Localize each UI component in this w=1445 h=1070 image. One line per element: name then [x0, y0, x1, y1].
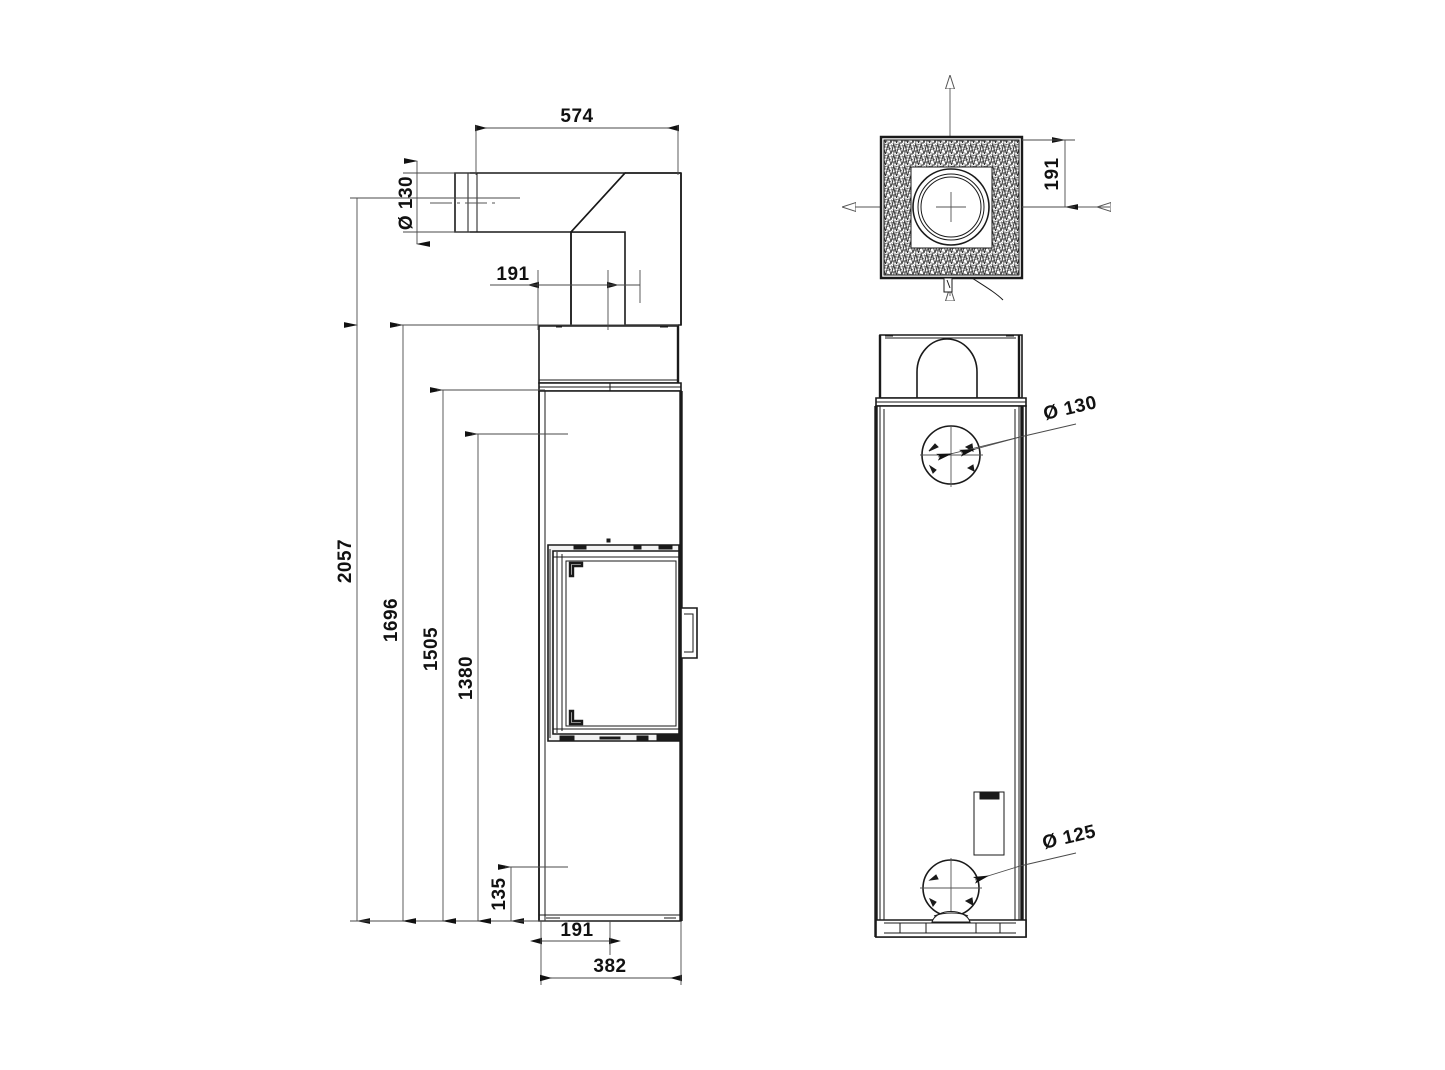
dim-191-plan: 191 — [1022, 137, 1078, 210]
side-base-plinth — [876, 912, 1026, 938]
side-hood-box — [876, 335, 1026, 406]
dim-191-pipe: 191 — [490, 264, 641, 330]
dim-1505: 1505 — [421, 387, 545, 924]
dim-label-135: 135 — [489, 877, 510, 910]
dim-382-base: 382 — [540, 921, 682, 985]
dim-label-d130-rear: Ø 130 — [1041, 392, 1099, 425]
side-section-view: Ø 130 Ø 125 — [876, 335, 1099, 937]
side-control-plate — [974, 792, 1004, 855]
dim-2057: 2057 — [335, 197, 545, 924]
dim-label-1505: 1505 — [421, 627, 442, 671]
dim-191-base: 191 — [530, 920, 621, 985]
flue-pipe-assembly — [430, 173, 681, 325]
side-flue-hole: Ø 130 — [920, 392, 1099, 487]
dim-label-1380: 1380 — [456, 656, 477, 700]
dim-label-191-base: 191 — [560, 920, 593, 941]
dim-label-1696: 1696 — [381, 598, 402, 642]
front-view-dimensions: 574 Ø 130 191 2057 — [335, 106, 682, 985]
dim-label-d130-pipe: Ø 130 — [396, 176, 417, 230]
front-elevation-view — [430, 173, 697, 921]
dim-label-382: 382 — [593, 956, 626, 977]
dim-label-191-plan: 191 — [1042, 157, 1063, 190]
dim-label-d125-rear: Ø 125 — [1040, 821, 1098, 854]
firebox-door — [548, 539, 697, 741]
dim-label-574: 574 — [560, 106, 593, 127]
dim-135: 135 — [489, 864, 568, 924]
top-plan-view: 191 — [855, 88, 1110, 300]
dim-1696: 1696 — [381, 322, 678, 924]
dim-label-191-pipe: 191 — [496, 264, 529, 285]
dim-1380: 1380 — [456, 431, 568, 924]
dim-label-2057: 2057 — [335, 539, 356, 583]
door-handle — [681, 608, 697, 658]
dim-574: 574 — [475, 106, 679, 175]
hood-box — [539, 326, 681, 391]
dim-d130-pipe: Ø 130 — [396, 158, 470, 247]
